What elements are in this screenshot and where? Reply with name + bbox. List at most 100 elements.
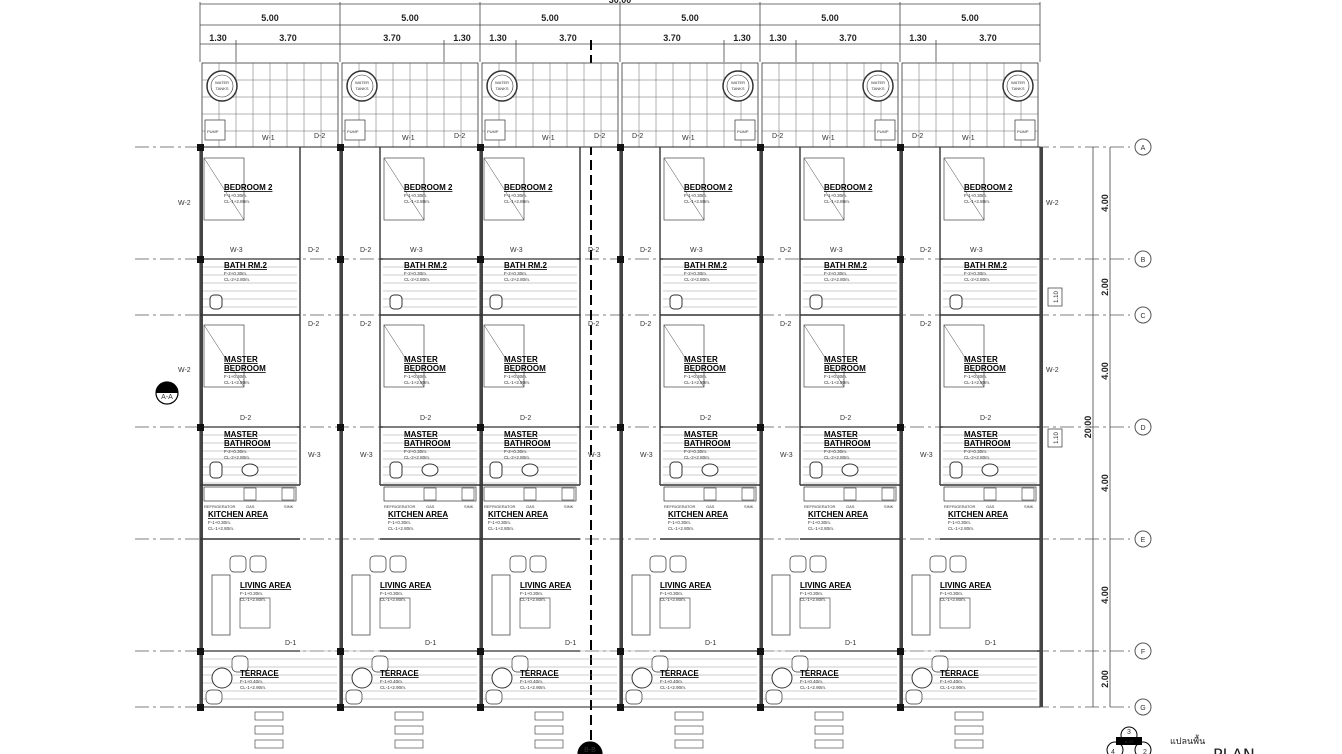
armchair-icon: [789, 555, 807, 573]
window-tag: W-3: [970, 247, 983, 254]
step-icon: [394, 711, 424, 721]
column: [477, 256, 484, 263]
gas-label: GAS: [526, 504, 535, 509]
water-tank-label: WATER: [495, 80, 509, 85]
gas-stove-icon: [843, 487, 857, 501]
terrace-chair-icon: [765, 689, 783, 705]
kitchen-sink-icon: [281, 487, 295, 501]
room-label: BATH RM.2: [684, 261, 728, 270]
ceiling-level: CL-1+2.80m.: [964, 199, 990, 204]
floor-level: F-2+0.30m.: [964, 449, 987, 454]
terrace-table-icon: [771, 667, 793, 689]
sink-icon: [981, 463, 999, 477]
pump-label: PUMP: [347, 129, 359, 134]
grid-bubble: [1134, 698, 1152, 716]
row-dim-label: 2.00: [1100, 670, 1110, 688]
room-label: BEDROOM 2: [504, 183, 553, 192]
column: [897, 648, 904, 655]
floor-level: F-1+0.40m.: [660, 679, 683, 684]
door-tag: D-2: [780, 247, 791, 254]
step-icon: [534, 725, 564, 735]
room-label: MASTER: [404, 355, 438, 364]
sink-label: SINK: [284, 504, 294, 509]
kitchen-counter: [483, 486, 577, 502]
room-label: BEDROOM: [964, 364, 1006, 373]
floor-level: F-1+0.30m.: [824, 193, 847, 198]
room-label: BATHROOM: [504, 439, 551, 448]
grid-bubble: [1134, 642, 1152, 660]
sub-dim-label: 1.30: [733, 33, 751, 43]
pump-box: [204, 119, 226, 141]
pump-label: PUMP: [877, 129, 889, 134]
side-small-dim-1: 1.10: [1047, 287, 1063, 307]
floor-level: F-1+0.40m.: [940, 679, 963, 684]
column: [197, 648, 204, 655]
bed-icon: [203, 324, 245, 388]
sub-dim-label: 1.30: [489, 33, 507, 43]
bed-icon: [803, 157, 845, 221]
room-label: MASTER: [224, 430, 258, 439]
room-label: BEDROOM 2: [684, 183, 733, 192]
gas-stove-icon: [983, 487, 997, 501]
callout-right: 2: [1143, 749, 1147, 754]
step-icon: [254, 711, 284, 721]
coffee-table-icon: [379, 597, 411, 629]
elevation-callout: 3 A-03 4 2: [1106, 726, 1152, 754]
toilet-icon: [809, 294, 823, 310]
floor-level: F-1+0.30m.: [948, 520, 971, 525]
door-tag: D-2: [632, 133, 643, 140]
column: [337, 648, 344, 655]
room-label: BATHROOM: [404, 439, 451, 448]
floor-level: F-2+0.30m.: [824, 449, 847, 454]
bed-icon: [803, 324, 845, 388]
door-tag: D-2: [454, 133, 465, 140]
floor-level: F-1+0.30m.: [388, 520, 411, 525]
floor-level: F-1+0.30m.: [488, 520, 511, 525]
window-tag: W-3: [588, 452, 601, 459]
grid-label: G: [1140, 705, 1145, 712]
pump-box: [874, 119, 896, 141]
terrace-chair-icon: [905, 689, 923, 705]
column: [757, 256, 764, 263]
room-label: BATHROOM: [224, 439, 271, 448]
sub-dim-label: 3.70: [979, 33, 997, 43]
ceiling-level: CL-1+2.90m.: [380, 685, 406, 690]
room-label: TERRACE: [660, 669, 699, 678]
window-tag: W-1: [682, 135, 695, 142]
room-label: MASTER: [964, 355, 998, 364]
floor-level: F-1+0.30m.: [940, 591, 963, 596]
sofa-icon: [911, 574, 931, 636]
room-label: BATH RM.2: [404, 261, 448, 270]
room-label: BEDROOM: [224, 364, 266, 373]
floor-level: F-2+0.30m.: [964, 271, 987, 276]
step-icon: [954, 711, 984, 721]
plan-title-thai: แปลนพื้น: [1170, 734, 1205, 747]
window-tag: W-3: [830, 247, 843, 254]
floor-level: F-2+0.30m.: [504, 449, 527, 454]
room-label: TERRACE: [520, 669, 559, 678]
room-label: BEDROOM 2: [964, 183, 1013, 192]
ceiling-level: CL-2+2.80m.: [684, 277, 710, 282]
column: [617, 424, 624, 431]
section-mark-b-b: B-B: [577, 741, 603, 754]
water-tank-label: WATER: [355, 80, 369, 85]
refrigerator-label: REFRIGERATOR: [484, 504, 516, 509]
room-label: MASTER: [824, 355, 858, 364]
window-tag: W-3: [640, 452, 653, 459]
door-tag: D-2: [240, 415, 251, 422]
step-icon: [954, 739, 984, 749]
armchair-icon: [509, 555, 527, 573]
floor-level: F-2+0.30m.: [224, 449, 247, 454]
step-icon: [534, 711, 564, 721]
ceiling-level: CL-1+2.80m.: [504, 199, 530, 204]
room-label: BATH RM.2: [964, 261, 1008, 270]
toilet-icon: [209, 461, 223, 479]
floor-level: F-1+0.30m.: [684, 374, 707, 379]
room-label: MASTER: [504, 355, 538, 364]
ceiling-level: CL-1+2.80m.: [240, 597, 266, 602]
bed-icon: [203, 324, 245, 388]
ceiling-level: CL-2+2.80m.: [964, 455, 990, 460]
room-label: KITCHEN AREA: [488, 510, 548, 519]
